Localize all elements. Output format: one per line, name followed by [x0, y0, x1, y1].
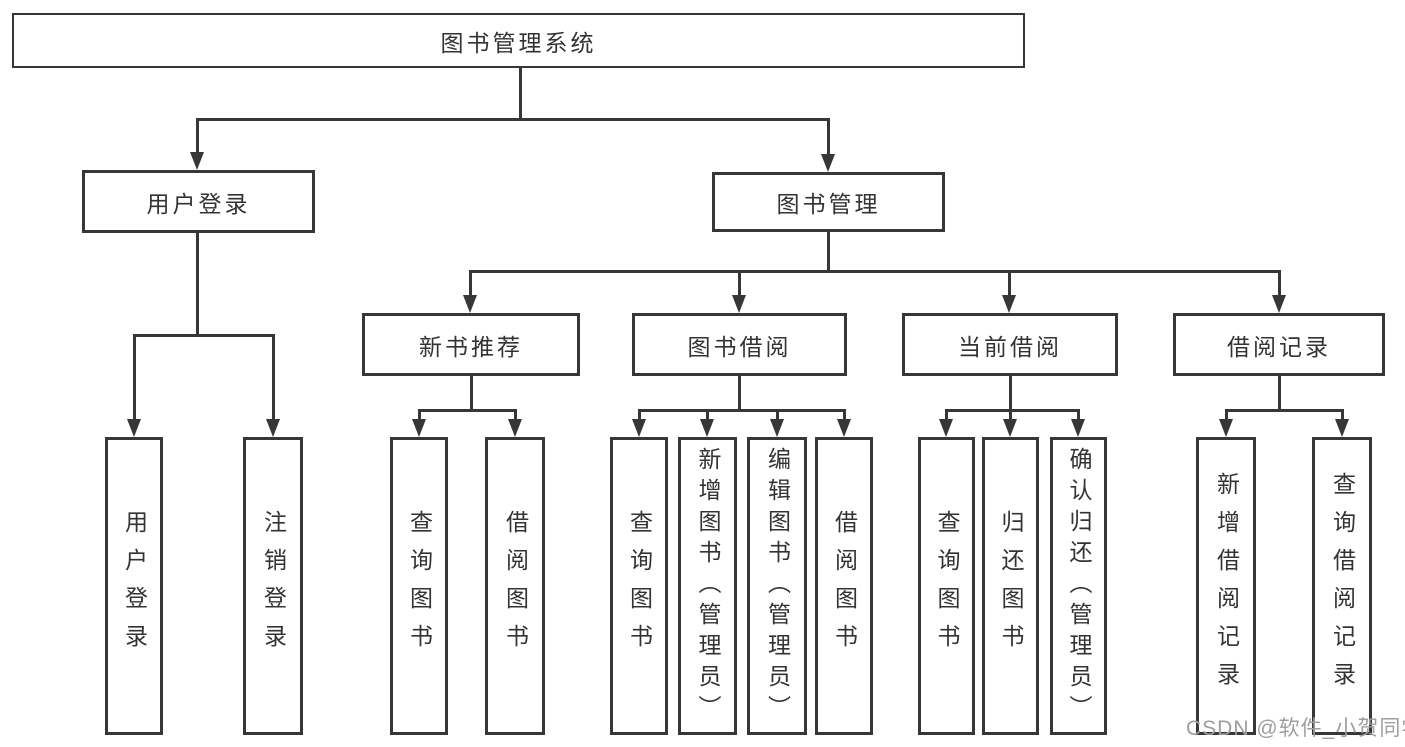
- arrowhead: [939, 419, 953, 437]
- leaf-records-add-record-label: 新增借阅记录: [1213, 472, 1240, 700]
- leaf-borrow-edit-books-admin: 编辑图书（管理员）: [747, 437, 807, 735]
- node-user-login-label: 用户登录: [146, 190, 251, 217]
- connector: [133, 334, 136, 421]
- node-library-system: 图书管理系统: [12, 13, 1025, 68]
- arrowhead: [700, 419, 714, 437]
- arrowhead: [412, 419, 426, 437]
- leaf-newbook-borrow-books: 借阅图书: [485, 437, 545, 735]
- node-new-book-recommend-label: 新书推荐: [419, 333, 523, 360]
- arrowhead: [463, 295, 477, 313]
- connector: [196, 233, 199, 336]
- connector: [1341, 409, 1344, 423]
- connector: [1077, 409, 1080, 423]
- arrowhead: [632, 419, 646, 437]
- arrowhead: [837, 419, 851, 437]
- leaf-current-query-books-label: 查询图书: [934, 510, 960, 662]
- connector: [776, 409, 779, 423]
- connector: [1225, 409, 1344, 412]
- connector: [1009, 409, 1012, 423]
- leaf-records-query-record-label: 查询借阅记录: [1329, 472, 1356, 700]
- leaf-records-query-record: 查询借阅记录: [1312, 437, 1372, 735]
- connector: [272, 334, 275, 421]
- arrowhead: [732, 295, 746, 313]
- connector: [738, 270, 741, 298]
- leaf-records-add-record: 新增借阅记录: [1196, 437, 1256, 735]
- connector: [418, 409, 421, 423]
- arrowhead: [190, 152, 204, 170]
- connector: [945, 409, 948, 423]
- connector: [470, 376, 473, 412]
- node-current-borrowing: 当前借阅: [902, 313, 1118, 376]
- connector: [945, 409, 1080, 412]
- node-book-borrowing: 图书借阅: [632, 313, 847, 376]
- node-new-book-recommend: 新书推荐: [362, 313, 580, 376]
- leaf-current-confirm-return-admin: 确认归还（管理员）: [1050, 437, 1107, 735]
- leaf-user-login: 用户登录: [105, 437, 163, 735]
- connector: [1225, 409, 1228, 423]
- leaf-borrow-add-books-admin-label: 新增图书（管理员）: [695, 446, 721, 726]
- leaf-logout-label: 注销登录: [260, 510, 287, 662]
- node-borrowing-records-label: 借阅记录: [1227, 333, 1331, 360]
- arrowhead: [1272, 295, 1286, 313]
- connector: [514, 409, 517, 423]
- node-borrowing-records: 借阅记录: [1173, 313, 1385, 376]
- leaf-newbook-borrow-books-label: 借阅图书: [502, 510, 529, 662]
- connector: [638, 409, 846, 412]
- connector: [843, 409, 846, 423]
- connector: [196, 118, 199, 156]
- arrowhead: [1003, 419, 1017, 437]
- connector: [638, 409, 641, 423]
- leaf-current-return-books-label: 归还图书: [998, 510, 1024, 662]
- node-user-login: 用户登录: [82, 170, 315, 233]
- connector: [827, 118, 830, 158]
- arrowhead: [1071, 419, 1085, 437]
- connector: [1278, 376, 1281, 412]
- leaf-borrow-add-books-admin: 新增图书（管理员）: [678, 437, 737, 735]
- connector: [196, 118, 830, 121]
- arrowhead: [127, 419, 141, 437]
- connector: [827, 232, 830, 273]
- arrowhead: [508, 419, 522, 437]
- connector: [1278, 270, 1281, 298]
- arrowhead: [770, 419, 784, 437]
- leaf-borrow-borrow-books: 借阅图书: [815, 437, 873, 735]
- leaf-borrow-query-books-label: 查询图书: [626, 510, 653, 662]
- leaf-borrow-query-books: 查询图书: [610, 437, 668, 735]
- connector: [706, 409, 709, 423]
- leaf-current-confirm-return-admin-label: 确认归还（管理员）: [1066, 446, 1092, 726]
- leaf-newbook-query-books-label: 查询图书: [406, 510, 433, 662]
- connector: [469, 270, 1281, 273]
- arrowhead: [1335, 419, 1349, 437]
- node-current-borrowing-label: 当前借阅: [958, 333, 1062, 360]
- connector: [133, 334, 275, 337]
- leaf-user-login-label: 用户登录: [121, 510, 148, 662]
- node-book-management-label: 图书管理: [776, 191, 881, 217]
- leaf-borrow-edit-books-admin-label: 编辑图书（管理员）: [764, 446, 791, 726]
- leaf-current-query-books: 查询图书: [918, 437, 975, 735]
- leaf-newbook-query-books: 查询图书: [390, 437, 448, 735]
- arrowhead: [821, 154, 835, 172]
- connector: [418, 409, 517, 412]
- leaf-logout: 注销登录: [243, 437, 303, 735]
- connector: [519, 68, 522, 120]
- connector: [1009, 376, 1012, 412]
- arrowhead: [266, 419, 280, 437]
- arrowhead: [1219, 419, 1233, 437]
- connector: [469, 270, 472, 298]
- connector: [1008, 270, 1011, 298]
- leaf-current-return-books: 归还图书: [982, 437, 1039, 735]
- node-book-management: 图书管理: [712, 172, 945, 232]
- connector: [738, 376, 741, 412]
- watermark: CSDN @软件_小贺同学: [1186, 717, 1405, 740]
- arrowhead: [1002, 295, 1016, 313]
- node-library-system-label: 图书管理系统: [440, 29, 597, 56]
- leaf-borrow-borrow-books-label: 借阅图书: [831, 510, 858, 662]
- node-book-borrowing-label: 图书借阅: [687, 333, 792, 360]
